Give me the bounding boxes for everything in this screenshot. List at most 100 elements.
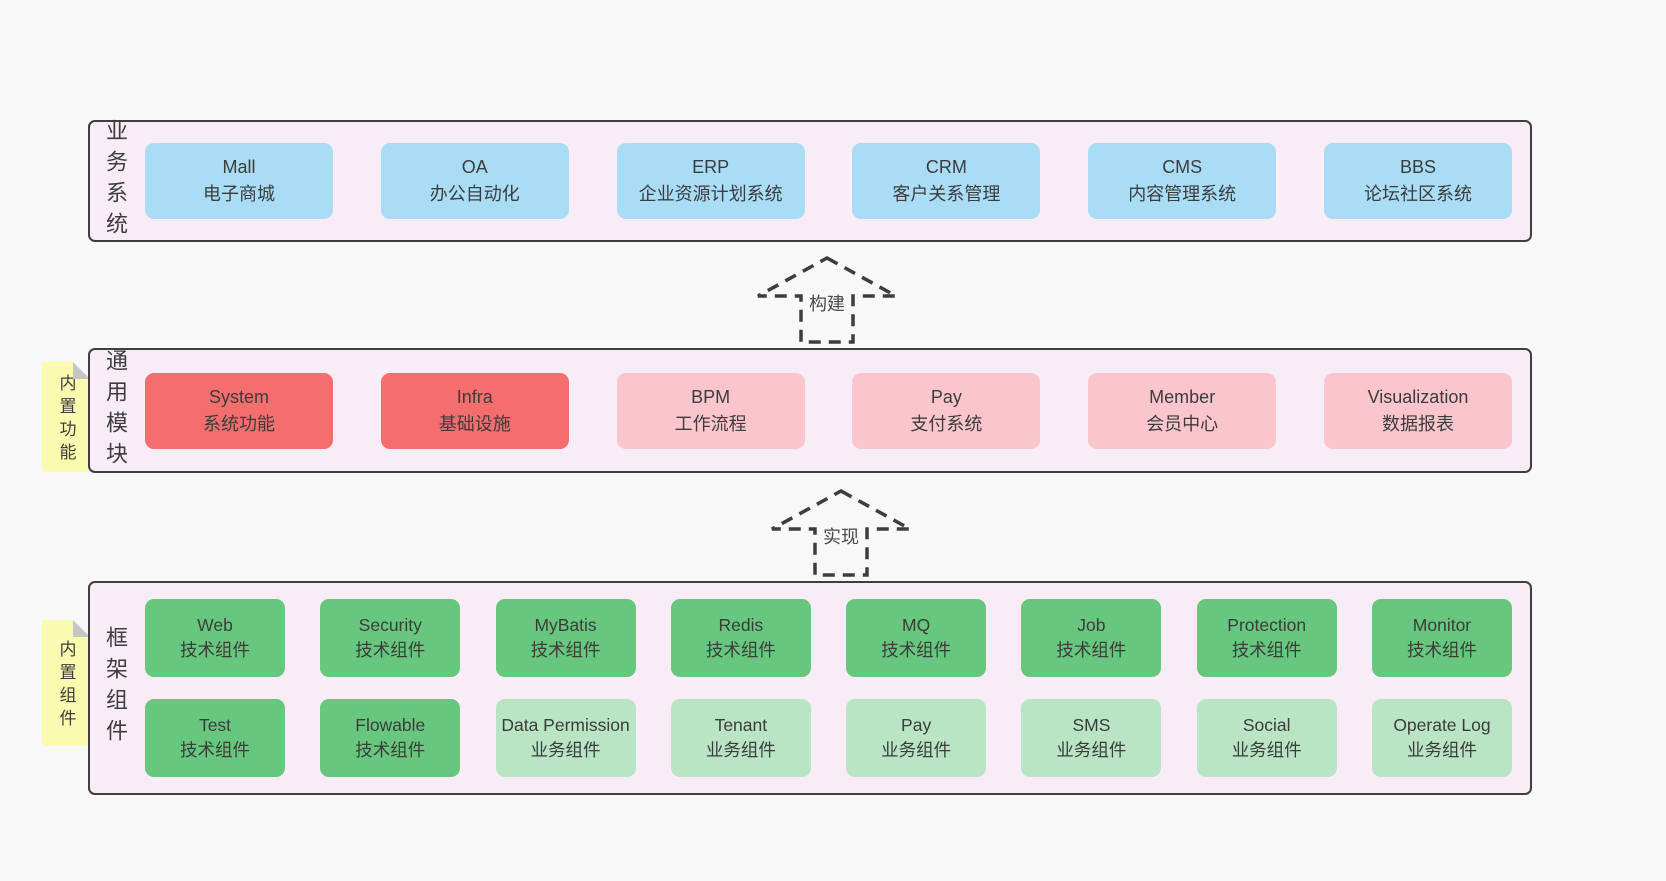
note-built-in-components: 内置组件: [42, 620, 90, 746]
box-title: Test: [198, 715, 232, 735]
business-systems-panel: 业务系统 Mall 电子商城 OA 办公自动化 ERP 企业资源计划系统 CRM…: [88, 119, 1532, 243]
box-subtitle: 技术组件: [1406, 640, 1477, 660]
box-subtitle: 技术组件: [1056, 640, 1127, 660]
box-subtitle: 数据报表: [1381, 413, 1454, 434]
box-subtitle: 客户关系管理: [892, 184, 1001, 204]
framework-rows: Web 技术组件 Security 技术组件 MyBatis 技术组件 Redi…: [145, 599, 1512, 777]
box-flowable: Flowable 技术组件: [320, 699, 461, 777]
box-subtitle: 系统功能: [203, 413, 275, 434]
box-protection: Protection 技术组件: [1196, 599, 1337, 677]
box-title: Tenant: [714, 715, 768, 735]
panel-label-business: 业务系统: [103, 119, 128, 243]
box-title: Monitor: [1412, 615, 1472, 635]
box-subtitle: 办公自动化: [429, 184, 520, 204]
box-title: CRM: [925, 157, 967, 177]
box-monitor: Monitor 技术组件: [1371, 599, 1512, 677]
box-subtitle: 企业资源计划系统: [638, 184, 783, 204]
box-subtitle: 业务组件: [530, 740, 601, 760]
box-subtitle: 技术组件: [355, 640, 426, 660]
build-arrow-label: 构建: [806, 293, 848, 315]
box-subtitle: 业务组件: [705, 740, 776, 760]
framework-components-panel: 框架组件 Web 技术组件 Security 技术组件 MyBatis 技术组件…: [88, 581, 1532, 795]
box-job: Job 技术组件: [1021, 599, 1162, 677]
panel-label-framework: 框架组件: [103, 626, 128, 750]
box-subtitle: 技术组件: [705, 640, 776, 660]
note-text: 内置功能: [56, 374, 76, 466]
box-bbs: BBS 论坛社区系统: [1323, 143, 1512, 219]
box-subtitle: 技术组件: [1231, 640, 1302, 660]
up-arrow-icon: [757, 256, 897, 344]
box-subtitle: 技术组件: [530, 640, 601, 660]
box-title: BPM: [691, 386, 731, 407]
box-data-permission: Data Permission 业务组件: [495, 699, 636, 777]
modules-box-row: System 系统功能 Infra 基础设施 BPM 工作流程 Pay 支付系统…: [145, 372, 1512, 449]
box-title: Security: [358, 615, 422, 635]
build-arrow: 构建: [754, 254, 900, 346]
box-title: System: [208, 386, 269, 407]
box-subtitle: 工作流程: [674, 413, 747, 434]
box-title: Infra: [456, 386, 493, 407]
box-system: System 系统功能: [145, 372, 333, 449]
box-subtitle: 业务组件: [1406, 740, 1477, 760]
box-subtitle: 会员中心: [1146, 413, 1219, 434]
box-mall: Mall 电子商城: [145, 143, 333, 219]
box-title: Mall: [222, 157, 256, 177]
box-title: Operate Log: [1393, 715, 1491, 735]
box-title: SMS: [1072, 715, 1111, 735]
box-title: Job: [1077, 615, 1106, 635]
box-subtitle: 内容管理系统: [1128, 184, 1237, 204]
box-subtitle: 技术组件: [180, 740, 250, 760]
up-arrow-icon: [771, 489, 911, 577]
business-box-row: Mall 电子商城 OA 办公自动化 ERP 企业资源计划系统 CRM 客户关系…: [145, 143, 1512, 219]
box-title: Pay: [901, 715, 932, 735]
box-title: Member: [1149, 386, 1216, 407]
note-text: 内置组件: [56, 640, 76, 732]
box-sms: SMS 业务组件: [1021, 699, 1162, 777]
box-pay-module: Pay 支付系统: [852, 372, 1041, 449]
box-mq: MQ 技术组件: [846, 599, 987, 677]
common-modules-panel: 通用模块 System 系统功能 Infra 基础设施 BPM 工作流程 Pay…: [88, 348, 1532, 473]
implement-arrow: 实现: [768, 487, 914, 579]
box-title: MQ: [902, 615, 931, 635]
box-member: Member 会员中心: [1088, 372, 1277, 449]
box-security: Security 技术组件: [320, 599, 461, 677]
box-subtitle: 基础设施: [438, 413, 511, 434]
implement-arrow-label: 实现: [820, 526, 862, 548]
box-visualization: Visualization 数据报表: [1323, 372, 1512, 449]
box-title: Protection: [1227, 615, 1307, 635]
box-subtitle: 技术组件: [355, 740, 426, 760]
box-subtitle: 电子商城: [203, 184, 275, 204]
box-title: Pay: [930, 386, 962, 407]
box-title: MyBatis: [534, 615, 597, 635]
box-subtitle: 业务组件: [881, 740, 952, 760]
box-redis: Redis 技术组件: [670, 599, 811, 677]
box-title: Flowable: [355, 715, 426, 735]
framework-row-2: Test 技术组件 Flowable 技术组件 Data Permission …: [145, 699, 1512, 777]
box-subtitle: 支付系统: [910, 413, 983, 434]
note-built-in-features: 内置功能: [42, 362, 90, 472]
box-cms: CMS 内容管理系统: [1088, 143, 1277, 219]
panel-label-modules: 通用模块: [103, 348, 128, 473]
box-title: Web: [197, 615, 233, 635]
box-subtitle: 技术组件: [180, 640, 250, 660]
box-title: ERP: [692, 157, 730, 177]
box-pay-component: Pay 业务组件: [846, 699, 987, 777]
box-title: Visualization: [1367, 386, 1469, 407]
box-subtitle: 业务组件: [1056, 740, 1127, 760]
box-title: CMS: [1162, 157, 1203, 177]
box-erp: ERP 企业资源计划系统: [616, 143, 805, 219]
box-test: Test 技术组件: [145, 699, 285, 777]
box-subtitle: 技术组件: [881, 640, 952, 660]
box-social: Social 业务组件: [1196, 699, 1337, 777]
box-mybatis: MyBatis 技术组件: [495, 599, 636, 677]
box-title: Social: [1242, 715, 1291, 735]
box-oa: OA 办公自动化: [380, 143, 569, 219]
box-subtitle: 业务组件: [1231, 740, 1302, 760]
box-web: Web 技术组件: [145, 599, 285, 677]
framework-row-1: Web 技术组件 Security 技术组件 MyBatis 技术组件 Redi…: [145, 599, 1512, 677]
box-title: OA: [461, 157, 488, 177]
box-title: Redis: [718, 615, 764, 635]
box-title: BBS: [1399, 157, 1436, 177]
box-operate-log: Operate Log 业务组件: [1371, 699, 1512, 777]
